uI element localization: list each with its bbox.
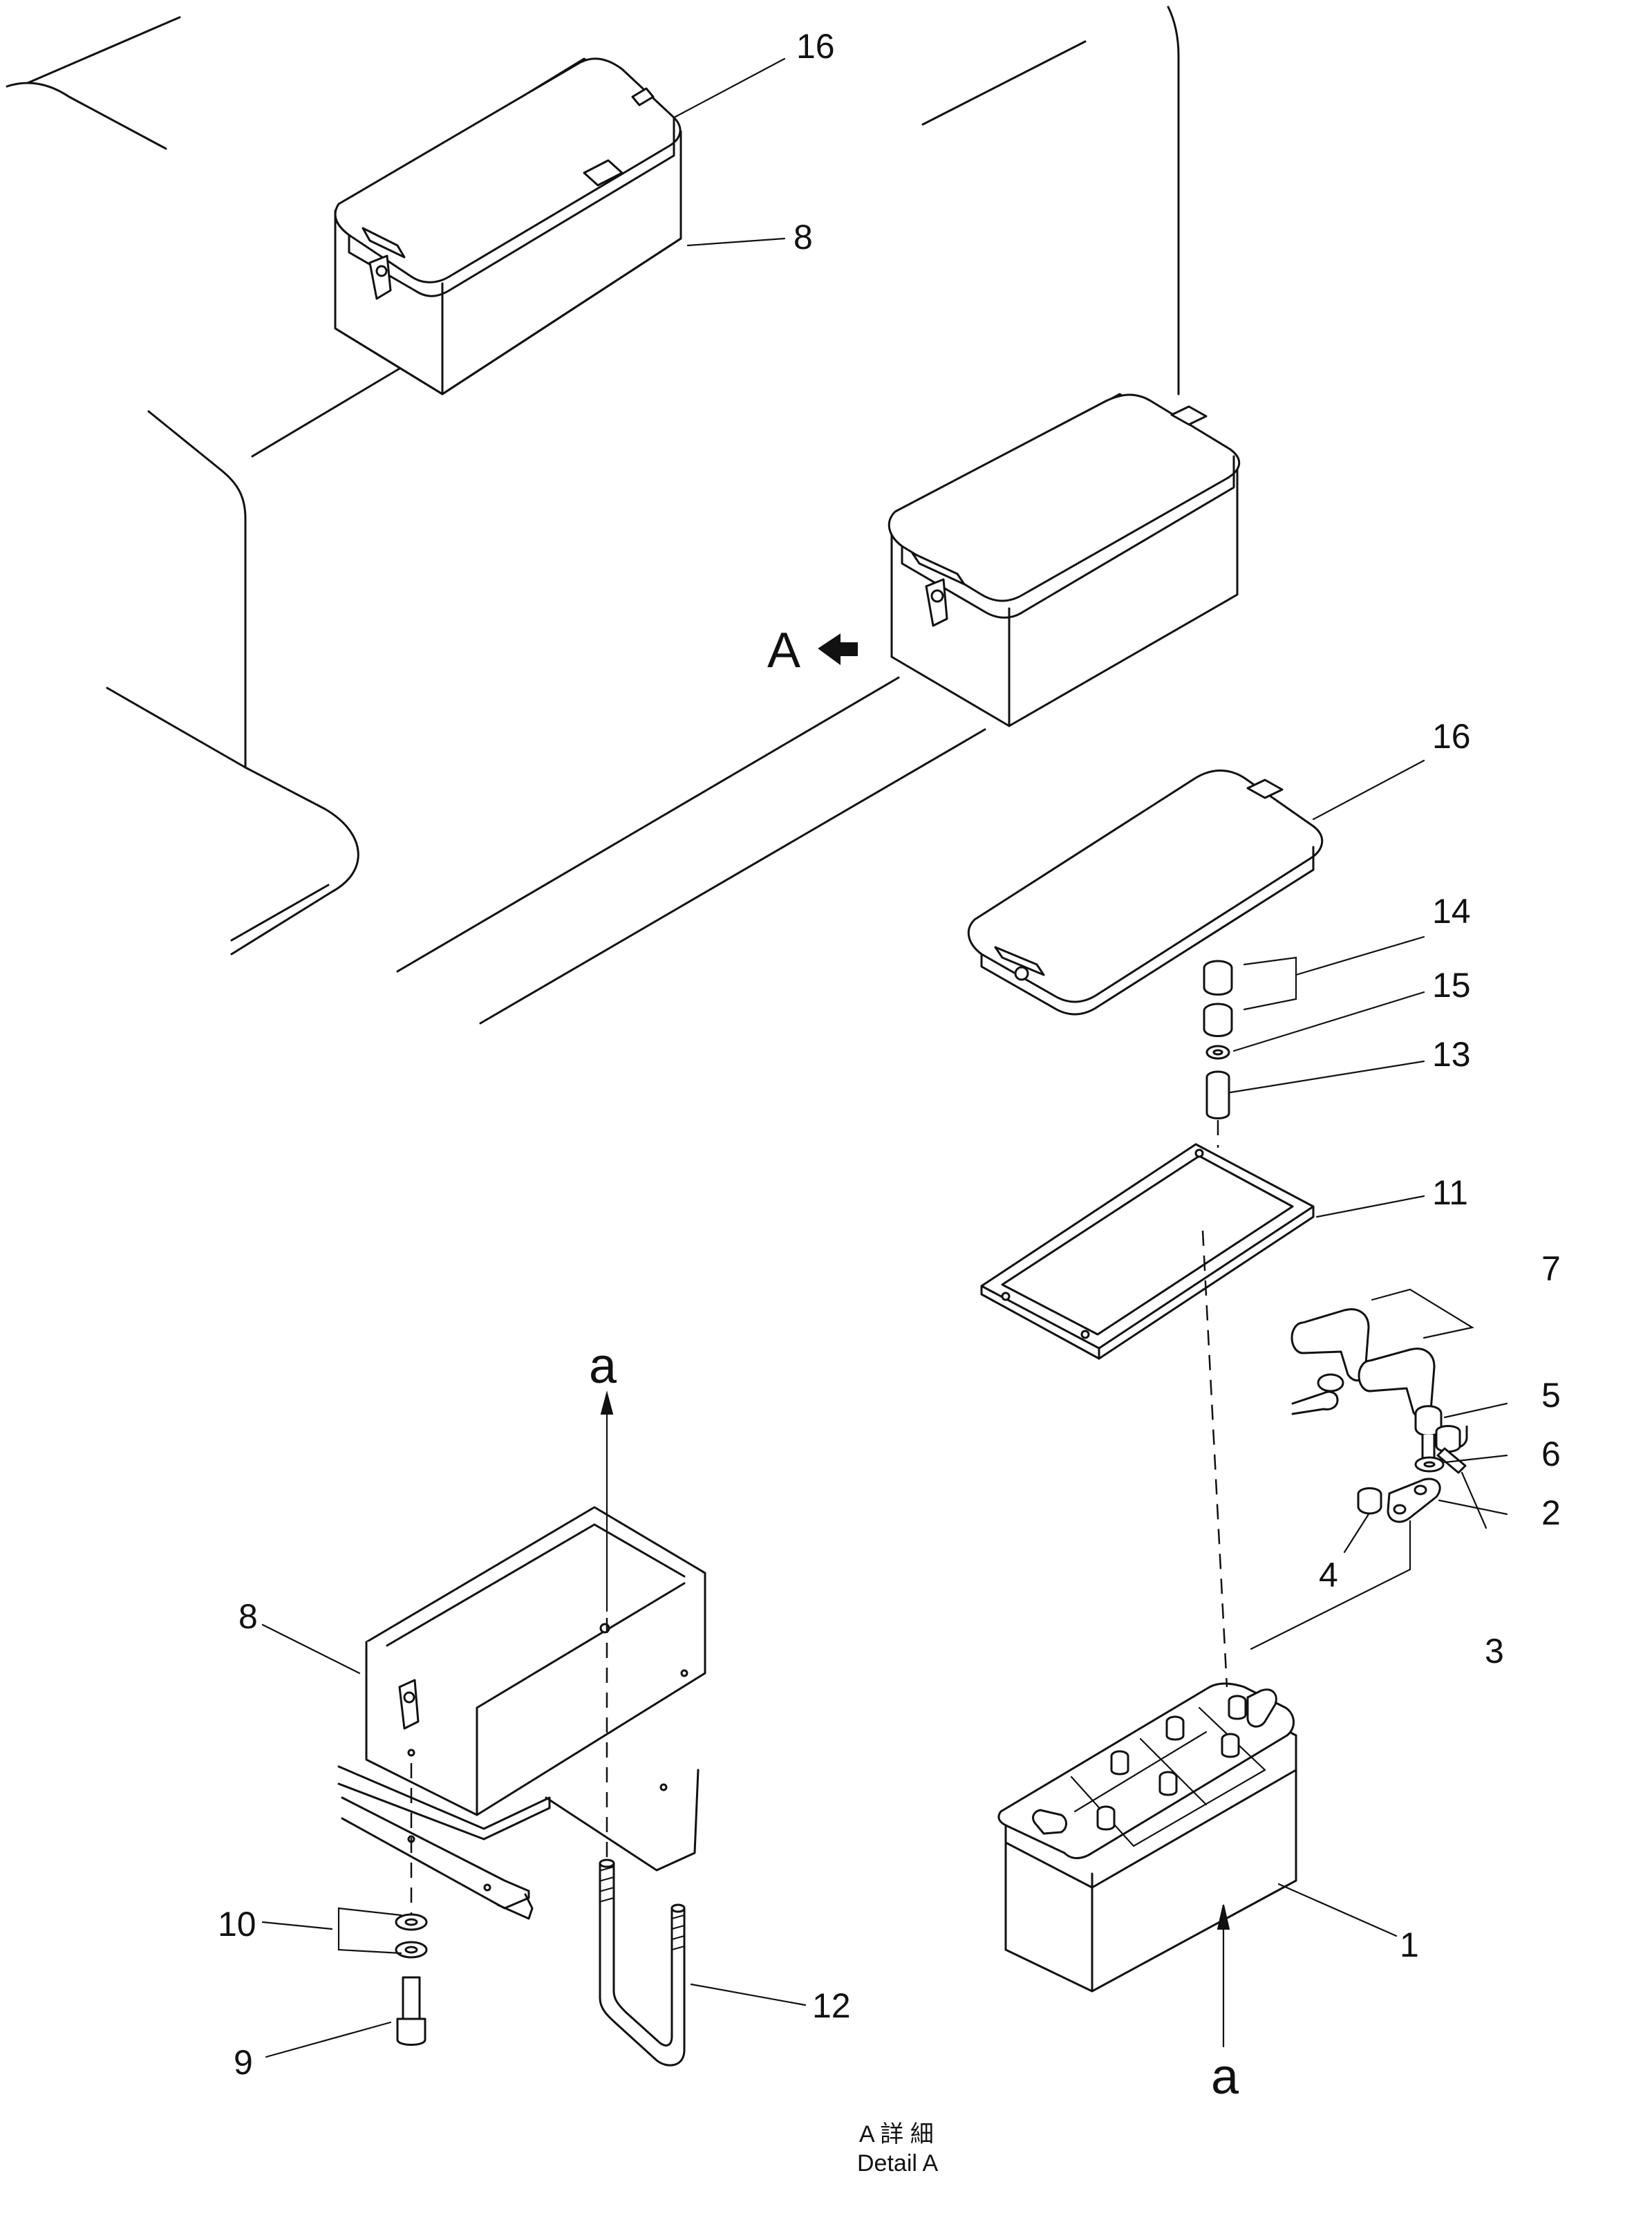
callout-11: 11 xyxy=(1432,1173,1468,1212)
callout-16-top: 16 xyxy=(796,27,835,66)
callout-8-top: 8 xyxy=(794,218,813,257)
callout-14: 14 xyxy=(1432,892,1471,931)
axis-label-bottom: a xyxy=(1211,2049,1239,2105)
callout-15: 15 xyxy=(1432,966,1471,1005)
detail-caption-en: Detail A xyxy=(857,2150,938,2177)
battery-box-closed-top xyxy=(334,57,682,395)
part-lid xyxy=(967,770,1324,1016)
callout-8-open: 8 xyxy=(238,1597,258,1636)
callout-5: 5 xyxy=(1541,1376,1561,1415)
callout-3: 3 xyxy=(1485,1632,1504,1670)
callout-labels: 16 8 16 14 15 13 11 7 5 6 2 4 3 1 8 10 9… xyxy=(218,27,1561,2082)
part-clamp-hardware xyxy=(1250,1405,1468,1650)
detail-caption-jp: A 詳 細 xyxy=(859,2121,934,2147)
axis-lines xyxy=(410,1120,1230,2048)
callout-1: 1 xyxy=(1400,1926,1419,1964)
callout-4: 4 xyxy=(1319,1556,1338,1594)
leader-lines xyxy=(261,57,1508,2058)
part-u-bolt xyxy=(599,1858,686,2067)
callout-16-lid: 16 xyxy=(1432,717,1471,756)
part-terminal-caps xyxy=(1290,1288,1474,1420)
part-frame xyxy=(980,1143,1315,1360)
battery-terminals xyxy=(1096,1695,1247,1831)
axis-label-top: a xyxy=(589,1339,617,1394)
callout-6: 6 xyxy=(1541,1435,1561,1473)
part-washers-bolt xyxy=(337,1907,428,2046)
callout-12: 12 xyxy=(812,1986,851,2025)
machine-outline xyxy=(6,6,1180,1025)
parts-nuts-spacer xyxy=(1203,956,1297,1119)
callout-13: 13 xyxy=(1432,1035,1471,1074)
part-battery-box-open xyxy=(337,1506,706,1920)
callout-9: 9 xyxy=(234,2043,253,2082)
view-marker-a: A xyxy=(767,623,800,678)
battery-box-closed-center xyxy=(818,393,1241,727)
callout-10: 10 xyxy=(218,1905,256,1944)
part-battery xyxy=(997,1682,1297,1993)
callout-7: 7 xyxy=(1541,1249,1561,1288)
callout-2: 2 xyxy=(1541,1493,1561,1532)
